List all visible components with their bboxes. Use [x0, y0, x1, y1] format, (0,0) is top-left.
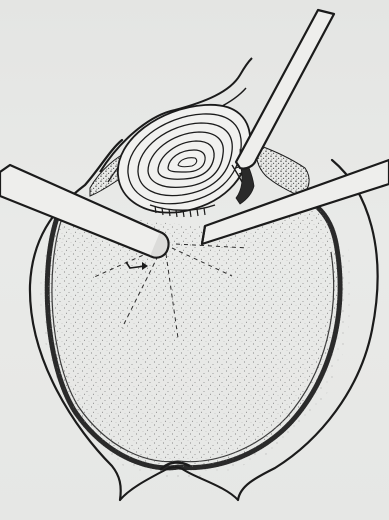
upper-instrument [236, 10, 334, 169]
ciliary-tissue-right [256, 145, 309, 196]
lens-layers [118, 105, 250, 213]
